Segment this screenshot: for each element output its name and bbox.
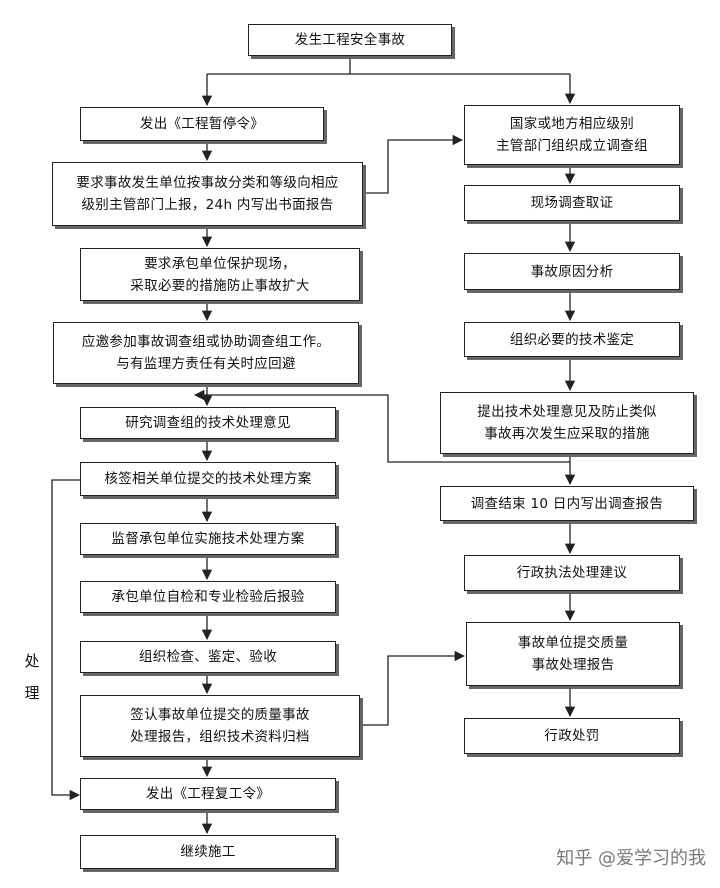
node-resume-order: 发出《工程复工令》 [80, 778, 336, 810]
node-site-evidence: 现场调查取证 [464, 185, 680, 221]
watermark: 知乎 @爱学习的我 [556, 848, 706, 869]
node-self-check: 承包单位自检和专业检验后报验 [80, 581, 336, 613]
side-label-processing: 处 理 [24, 652, 40, 702]
arrow-sign-report [360, 650, 466, 726]
node-continue-construction: 继续施工 [80, 835, 336, 869]
node-join-investigation: 应邀参加事故调查组或协助调查组工作。 与有监理方责任有关时应回避 [53, 322, 359, 384]
node-company-report: 事故单位提交质量 事故处理报告 [466, 622, 680, 686]
arrow-report-to-team [363, 134, 464, 194]
node-technical-appraisal: 组织必要的技术鉴定 [464, 322, 680, 357]
node-inspect-accept: 组织检查、鉴定、验收 [80, 641, 336, 673]
node-administrative-penalty: 行政处罚 [464, 718, 680, 754]
node-protect-site: 要求承包单位保护现场， 采取必要的措施防止事故扩大 [80, 248, 360, 301]
arrow-measures-feedback [193, 389, 570, 463]
arrow-processing-loop [51, 479, 81, 801]
node-supervise-plan: 监督承包单位实施技术处理方案 [80, 523, 336, 555]
node-study-opinion: 研究调查组的技术处理意见 [80, 407, 336, 439]
node-investigation-report: 调查结束 10 日内写出调查报告 [440, 486, 694, 521]
node-pause-order: 发出《工程暂停令》 [80, 107, 324, 141]
node-cause-analysis: 事故原因分析 [464, 253, 680, 290]
node-report-requirement: 要求事故发生单位按事故分类和等级向相应 级别主管部门上报，24h 内写出书面报告 [52, 162, 363, 226]
node-safety-accident: 发生工程安全事故 [248, 24, 452, 56]
node-sign-plan: 核签相关单位提交的技术处理方案 [80, 462, 336, 496]
node-enforcement-advice: 行政执法处理建议 [464, 555, 680, 591]
node-sign-report: 签认事故单位提交的质量事故 处理报告，组织技术资料归档 [80, 695, 360, 757]
node-investigation-team: 国家或地方相应级别 主管部门组织成立调查组 [464, 105, 680, 165]
node-technical-measures: 提出技术处理意见及防止类似 事故再次发生应采取的措施 [440, 392, 694, 454]
